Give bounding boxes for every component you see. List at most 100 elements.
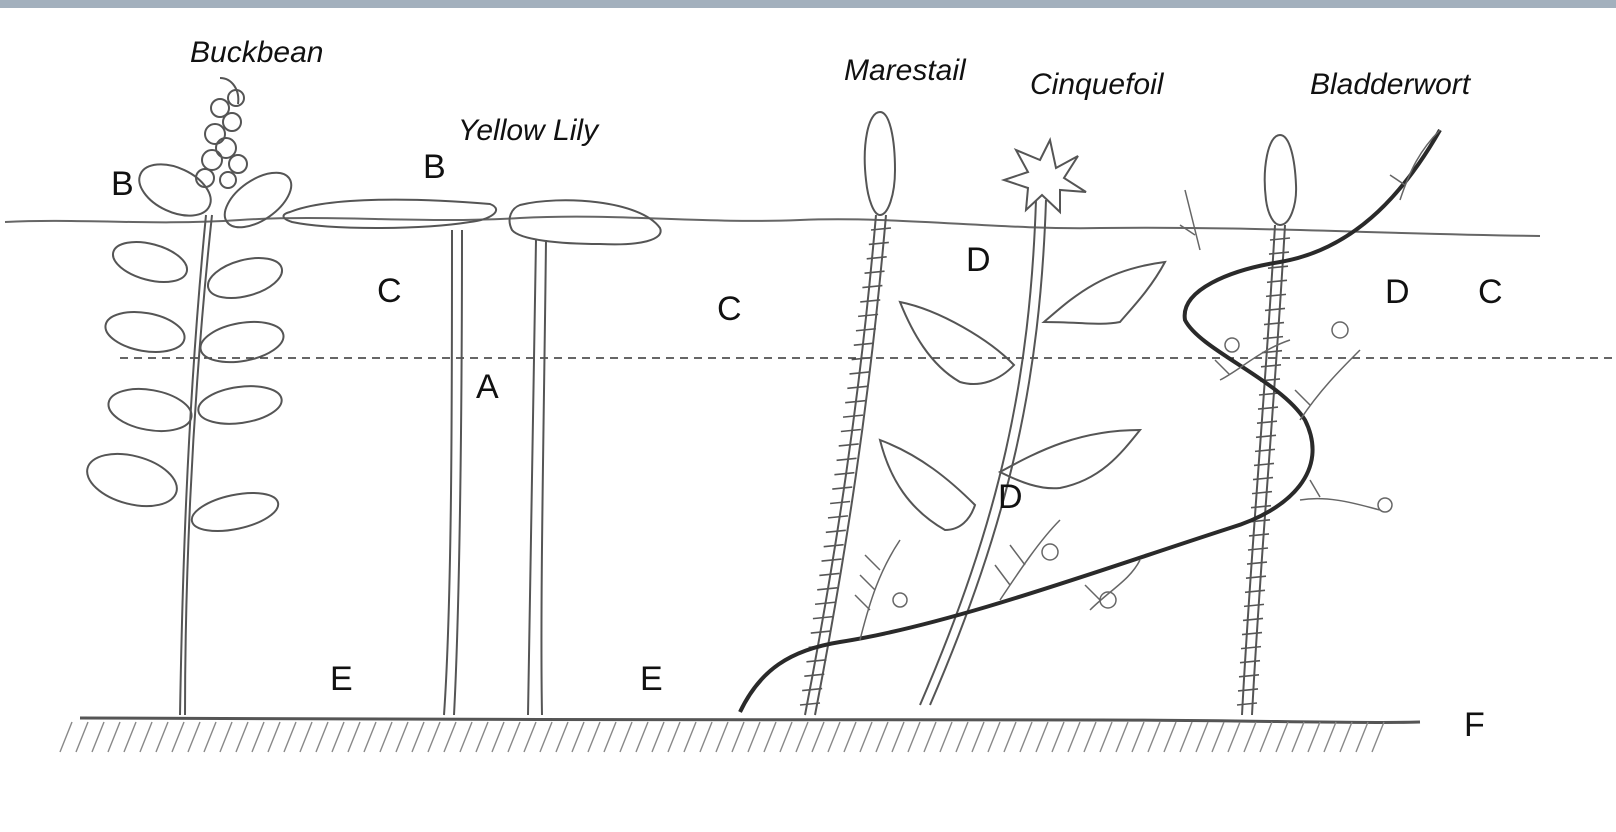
bladderwort-leaves [855,130,1440,640]
hatch-stroke [1100,722,1112,752]
stem-segment [815,602,835,604]
hatch-stroke [60,722,72,752]
yellow-lily-plant [284,200,661,715]
zone-b-label: B [111,165,134,204]
bladderwort-label: Bladderwort [1310,68,1470,102]
hatch-stroke [508,722,520,752]
zone-c-label: C [377,272,402,311]
hatch-stroke [572,722,584,752]
pond-plants-diagram [0,8,1616,832]
hatch-stroke [492,722,504,752]
hatch-stroke [236,722,248,752]
hatch-stroke [828,722,840,752]
hatch-stroke [220,722,232,752]
hatch-stroke [1068,722,1080,752]
hatch-stroke [780,722,792,752]
hatch-stroke [108,722,120,752]
stem-segment [1267,280,1287,282]
top-bar [0,0,1616,8]
marestail-plant-right [1242,135,1296,715]
hatch-stroke [636,722,648,752]
bladderwort-plant [740,130,1440,712]
stem-segment [1265,308,1285,310]
hatch-stroke [76,722,88,752]
zone-d-label: D [1385,273,1410,312]
zone-e-label: E [330,660,353,699]
stem-segment [1245,590,1265,592]
stem-segment [854,343,874,345]
hatch-stroke [524,722,536,752]
stem-segment [843,415,863,417]
hatch-stroke [476,722,488,752]
hatch-stroke [892,722,904,752]
hatch-stroke [1164,722,1176,752]
hatch-stroke [1324,722,1336,752]
hatch-stroke [444,722,456,752]
hatch-stroke [812,722,824,752]
stem-segment [869,242,889,244]
hatch-stroke [1180,722,1192,752]
hatch-stroke [92,722,104,752]
hatch-stroke [668,722,680,752]
stem-segment [841,430,861,432]
hatch-stroke [1212,722,1224,752]
stem-segment [830,501,850,503]
hatch-stroke [300,722,312,752]
stem-segment [1237,703,1257,705]
stem-segment [826,530,846,532]
hatch-stroke [1084,722,1096,752]
hatch-stroke [556,722,568,752]
hatch-stroke [1036,722,1048,752]
hatch-stroke [252,722,264,752]
hatch-stroke [876,722,888,752]
hatch-stroke [764,722,776,752]
marestail-plant-left [805,112,895,715]
hatch-stroke [716,722,728,752]
hatch-stroke [1228,722,1240,752]
hatch-stroke [908,722,920,752]
stem-segment [1249,534,1269,536]
stem-segment [1253,478,1273,480]
hatch-stroke [1372,722,1384,752]
stem-segment [1242,633,1262,635]
hatch-stroke [380,722,392,752]
stem-segment [849,372,869,374]
hatch-stroke [956,722,968,752]
zone-f-label: F [1464,706,1485,745]
hatch-stroke [1260,722,1272,752]
hatch-stroke [316,722,328,752]
stem-segment [828,516,848,518]
stem-segment [1239,675,1259,677]
stem-segment [1248,548,1268,550]
hatch-stroke [204,722,216,752]
hatch-stroke [1020,722,1032,752]
hatch-stroke [924,722,936,752]
stem-segment [804,674,824,676]
stem-segment [1268,266,1288,268]
hatch-stroke [940,722,952,752]
stem-segment [1270,238,1290,240]
hatch-stroke [140,722,152,752]
hatch-stroke [172,722,184,752]
stem-segment [1263,337,1283,339]
stem-segment [1264,323,1284,325]
hatch-stroke [396,722,408,752]
zone-c-label: C [1478,273,1503,312]
hatch-stroke [844,722,856,752]
stem-segment [845,401,865,403]
stem-segment [1241,647,1261,649]
hatch-stroke [652,722,664,752]
stem-segment [832,487,852,489]
hatch-stroke [1196,722,1208,752]
stem-segment [806,660,826,662]
stem-segment [867,257,887,259]
stem-segment [1247,562,1267,564]
cinquefoil-label: Cinquefoil [1030,68,1163,102]
stem-segment [834,473,854,475]
zone-d-label: D [966,241,991,280]
stem-segment [819,573,839,575]
hatch-stroke [732,722,744,752]
stem-segment [847,386,867,388]
substrate-hatching [60,722,1384,752]
yellow-lily-label: Yellow Lily [458,114,598,148]
